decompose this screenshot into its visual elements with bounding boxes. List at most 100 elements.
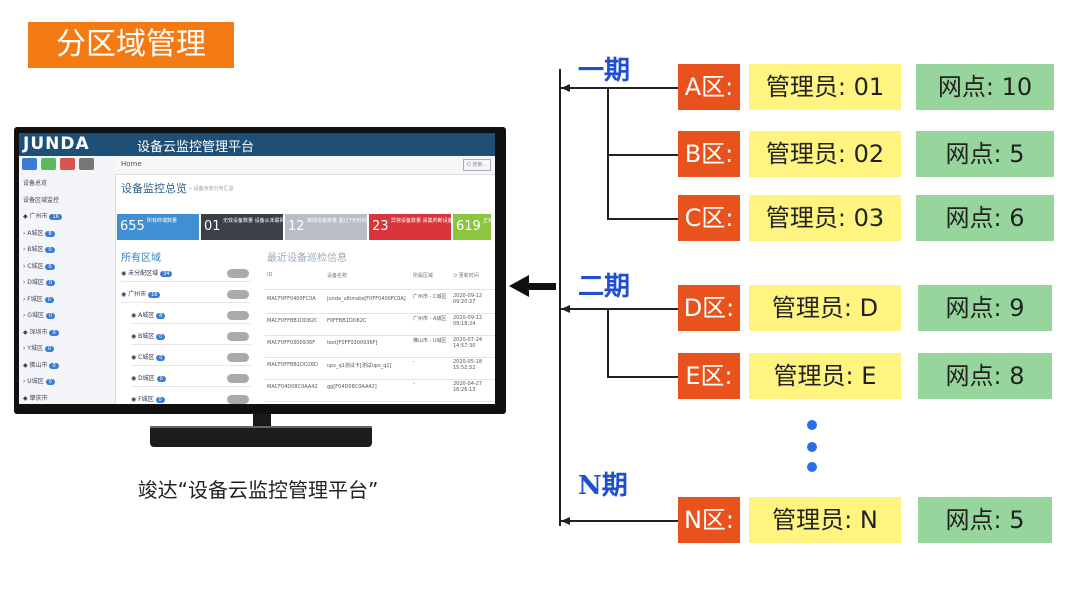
toggle-switch[interactable] [227,311,249,320]
region-row[interactable]: ◉ A城区 8 [131,310,251,324]
region-row[interactable]: ◉ D城区 0 [131,373,251,387]
admin-label: 管理员: 01 [749,64,901,110]
sidebar-item[interactable]: › F城区 0 [23,294,54,303]
table-cell: MACF04D08C0AA42 [267,384,318,390]
table-cell: 2020-09-12 09:18:24 [453,315,483,327]
sidebar-item-label: 设备区域监控 [23,196,60,204]
app-logo: JUNDA [23,134,90,154]
settings-icon[interactable] [79,158,94,170]
table-cell: gg[F04D08C0AA42] [327,384,377,390]
region-badge: 0 [156,376,166,382]
region-badge: 8 [156,313,166,319]
sidebar-item-label: ◆ 佛山市 [23,361,50,369]
phase-branch-line [561,308,678,310]
toggle-switch[interactable] [227,353,249,362]
sidebar-item[interactable]: › G城区 0 [23,310,56,319]
alarm-icon[interactable] [60,158,75,170]
app-topbar: Home Q 搜索... [115,156,495,175]
outlet-count-label: 网点: 9 [918,285,1052,331]
ellipsis-dot [807,462,817,472]
sidebar-item[interactable]: 设备总览 [23,178,47,187]
dashboard-title: 设备监控总览 [121,182,187,195]
sidebar-item[interactable]: ◆ 佛山市 0 [23,360,59,369]
sidebar-item[interactable]: ◆ 深圳市 0 [23,327,59,336]
sidebar-item[interactable]: › C城区 0 [23,261,55,270]
sidebar-item-label: › G城区 [23,312,46,319]
table-cell: 广州市 - A城区 [413,316,447,322]
table-header-cell: ID [267,272,273,278]
region-label: ◉ 广州市 [121,291,149,298]
toggle-switch[interactable] [227,395,249,404]
ellipsis-dot [807,442,817,452]
sidebar-item[interactable]: › U城区 0 [23,376,55,385]
sidebar-item-label: › B城区 [23,246,46,253]
toggle-switch[interactable] [227,374,249,383]
zone-label: N区: [678,497,740,543]
sidebar-item[interactable]: › D城区 0 [23,277,56,286]
region-row[interactable]: ◉ C城区 0 [131,352,251,366]
table-cell: F0FFBB1DD82C [327,318,367,324]
table-cell: ups_q1测试卡[测试ups_q1] [327,363,392,369]
toggle-switch[interactable] [227,290,249,299]
stat-number: 23 [372,219,389,234]
toggle-switch[interactable] [227,332,249,341]
table-cell: 2020-05-18 15:52:52 [453,359,483,371]
sidebar-item[interactable]: ◆ 肇庆市 [23,393,48,402]
toggle-switch[interactable] [227,269,249,278]
region-label: ◉ F城区 [131,396,156,403]
sidebar-item-label: › Y城区 [23,345,45,352]
stat-number: 12 [288,219,305,234]
region-row[interactable]: ◉ B城区 0 [131,331,251,345]
table-cell: 广州市 - C城区 [413,294,447,300]
zone-label: E区: [678,353,740,399]
sidebar-item[interactable]: 设备区域监控 [23,195,59,204]
sidebar-item[interactable]: › Y城区 0 [23,343,55,352]
phase-label: 二期 [578,272,631,302]
sidebar-item-badge: 0 [44,346,55,352]
arrow-left-icon [561,305,570,313]
region-row[interactable]: ◉ F城区 0 [131,394,251,404]
table-cell: - [413,359,415,365]
sidebar-item-badge: 16 [49,214,62,220]
main-trunk-line [559,69,561,526]
sidebar-item-badge: 0 [45,280,56,286]
table-cell: 2020-04-27 16:26:13 [453,381,483,393]
sidebar-item-label: › C城区 [23,262,46,270]
sidebar-item-badge: 0 [44,296,54,303]
search-input[interactable]: Q 搜索... [463,159,491,171]
region-label: ◉ A城区 [131,312,157,319]
table-cell: 佛山市 - U城区 [413,338,447,344]
sidebar-item[interactable]: ◆ 广州市 16 [23,211,62,220]
region-label: ◉ D城区 [131,375,157,382]
stat-text: 所有终端数量 [147,218,178,224]
sidebar-item-badge: 0 [45,263,55,270]
admin-label: 管理员: D [749,285,901,331]
sidebar-item[interactable]: › B城区 0 [23,244,55,253]
table-cell: MACF0FFBB1DD26D [267,362,318,368]
zone-label: C区: [678,195,740,241]
monitor-icon[interactable] [22,158,37,170]
sidebar-item[interactable]: › A城区 8 [23,228,55,237]
home-breadcrumb[interactable]: Home [121,160,142,168]
table-header-cell: 所属区域 [413,273,434,279]
check-icon[interactable] [41,158,56,170]
zone-branch-line [607,218,678,220]
sidebar-item-label: › D城区 [23,279,46,286]
region-row[interactable]: ◉ 广州市 16 [121,289,251,303]
region-label: ◉ B城区 [131,333,157,340]
table-row[interactable]: MACF0FFBB1DD26D ups_q1测试卡[测试ups_q1] - 2020-… [265,357,495,380]
stat-number: 655 [120,219,145,234]
phase-sub-trunk [607,87,609,219]
zone-label: D区: [678,285,740,331]
region-row[interactable]: ◉ 未分配区域 34 [121,268,251,282]
